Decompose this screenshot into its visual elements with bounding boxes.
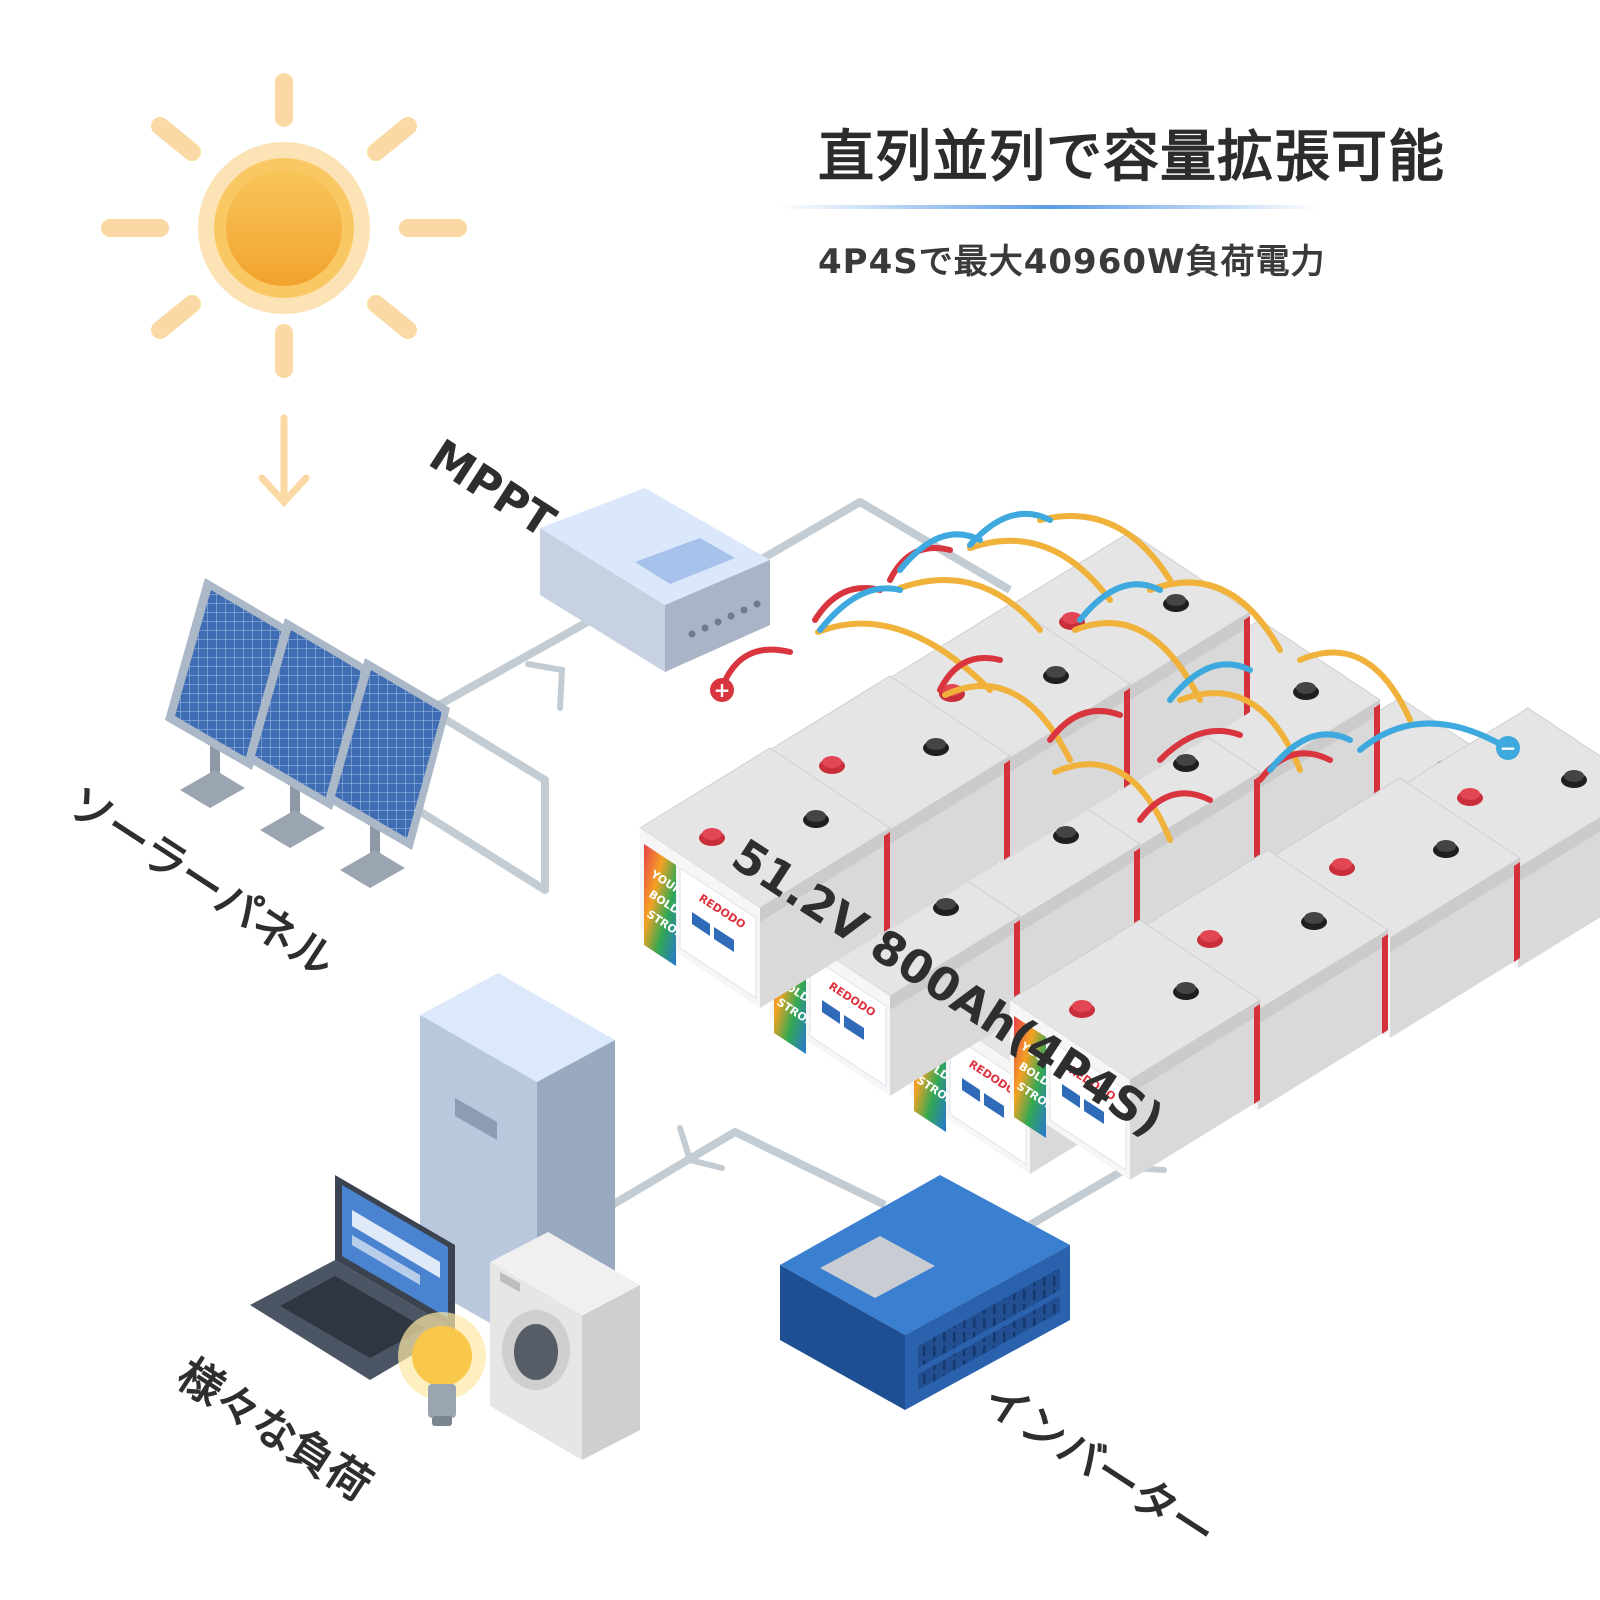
mppt-controller: [540, 488, 770, 672]
battery-cables: [719, 510, 1503, 843]
sun-rays: [101, 73, 467, 378]
inverter: [780, 1175, 1070, 1410]
negative-terminal-icon: −: [1496, 736, 1520, 760]
page-title: 直列並列で容量拡張可能: [818, 125, 1445, 190]
svg-text:+: +: [714, 678, 731, 702]
sun-icon: [101, 73, 467, 378]
loads-group: [250, 973, 640, 1460]
washing-machine-icon: [490, 1232, 640, 1460]
sunlight-arrow-icon: [258, 414, 310, 508]
svg-text:−: −: [1500, 736, 1517, 760]
light-bulb-icon: [398, 1312, 486, 1426]
solar-panel-array: [165, 578, 450, 888]
page-subtitle: 4P4Sで最大40960W負荷電力: [818, 242, 1326, 282]
title-underline: [780, 205, 1320, 209]
positive-terminal-icon: +: [710, 678, 734, 702]
